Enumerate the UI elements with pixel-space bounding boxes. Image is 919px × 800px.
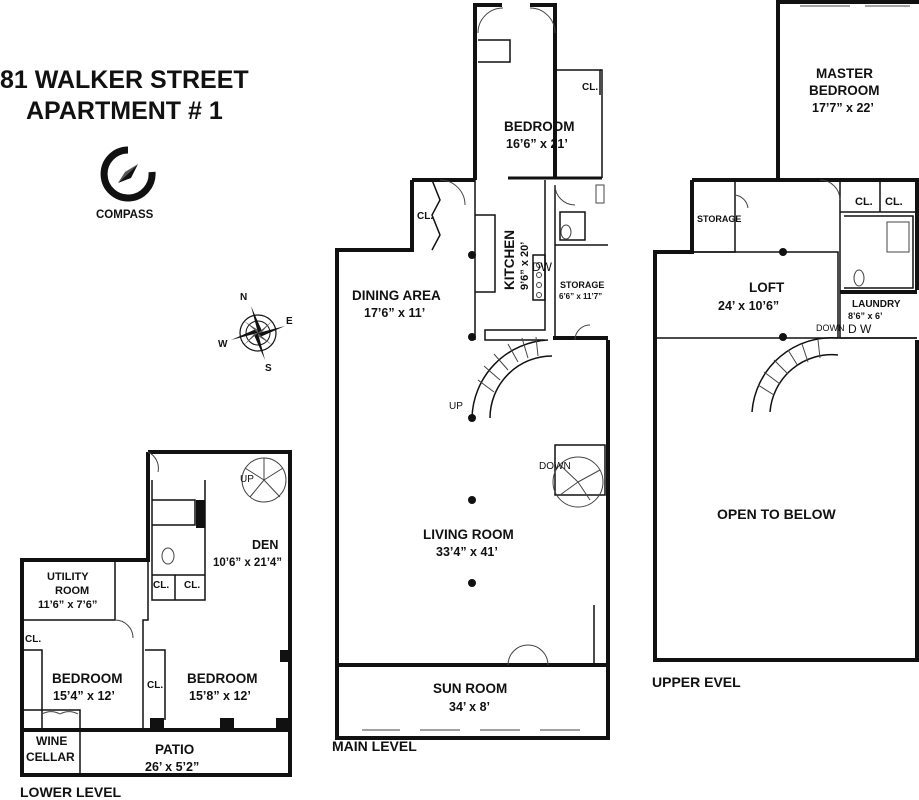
- main-bedroom-dims: 16’6” x 21’: [506, 137, 568, 151]
- apartment-title: APARTMENT # 1: [26, 97, 223, 125]
- lower-utility-name-1: UTILITY: [47, 571, 89, 583]
- main-dining-closet-label: CL.: [417, 211, 433, 222]
- upper-loft-dims: 24’ x 10’6”: [718, 299, 779, 313]
- compass-logo-icon: [100, 146, 156, 202]
- upper-master-name-1: MASTER: [816, 66, 873, 81]
- main-sunroom-dims: 34’ x 8’: [449, 700, 490, 714]
- lower-den-name: DEN: [252, 538, 278, 552]
- upper-master-dims: 17’7” x 22’: [812, 101, 874, 115]
- main-storage-dims: 6’6” x 11’7”: [559, 292, 602, 301]
- lower-patio-dims: 26’ x 5’2”: [145, 760, 199, 774]
- main-sunroom-name: SUN ROOM: [433, 681, 507, 696]
- upper-storage-label: STORAGE: [697, 214, 741, 224]
- upper-stair-down-label: DOWN: [816, 323, 845, 333]
- lower-level-label: LOWER LEVEL: [20, 784, 122, 800]
- upper-closet-1-label: CL.: [855, 196, 873, 208]
- address-title: 81 WALKER STREET: [0, 66, 249, 94]
- lower-closet-d-label: CL.: [147, 680, 163, 691]
- main-level-label: MAIN LEVEL: [332, 738, 417, 754]
- main-kitchen-dims: 9’6” x 20’: [519, 242, 531, 290]
- lower-closet-b-label: CL.: [184, 580, 200, 591]
- lower-bedroom-1-name: BEDROOM: [52, 671, 123, 686]
- lower-closet-c-label: CL.: [25, 634, 41, 645]
- main-stair-up-label: UP: [449, 401, 463, 412]
- lower-bedroom-1-dims: 15’4” x 12’: [53, 689, 115, 703]
- lower-stair-up-label: UP: [240, 474, 254, 485]
- main-dining-name: DINING AREA: [352, 288, 441, 303]
- lower-utility-name-2: ROOM: [55, 585, 89, 597]
- main-dining-dims: 17’6” x 11’: [364, 306, 425, 320]
- lower-wine-name-1: WINE: [36, 734, 67, 748]
- upper-open-to-below-label: OPEN TO BELOW: [717, 506, 837, 522]
- lower-level-plan: UP DEN 10’6” x 21’4” UTILITY ROOM 11’6” …: [20, 450, 292, 800]
- upper-laundry-dw-label: D W: [848, 322, 872, 336]
- upper-level-plan: MASTER BEDROOM 17’7” x 22’ CL. CL. STORA…: [652, 0, 919, 690]
- upper-master-name-2: BEDROOM: [809, 83, 880, 98]
- lower-bedroom-2-name: BEDROOM: [187, 671, 258, 686]
- lower-wine-name-2: CELLAR: [26, 750, 75, 764]
- compass-rose-icon: [231, 306, 285, 360]
- compass-north-label: N: [240, 292, 247, 303]
- lower-den-dims: 10’6” x 21’4”: [213, 557, 282, 569]
- upper-level-label: UPPER EVEL: [652, 674, 741, 690]
- compass-west-label: W: [218, 339, 228, 350]
- upper-laundry-dims: 8’6” x 6’: [848, 311, 883, 321]
- main-living-name: LIVING ROOM: [423, 527, 514, 542]
- upper-closet-2-label: CL.: [885, 196, 903, 208]
- compass-logo: COMPASS: [96, 146, 156, 221]
- compass-east-label: E: [286, 316, 293, 327]
- lower-patio-name: PATIO: [155, 742, 194, 757]
- main-stair-down-label: DOWN: [539, 461, 571, 472]
- main-bedroom-closet-label: CL.: [582, 82, 598, 93]
- lower-closet-a-label: CL.: [153, 580, 169, 591]
- upper-loft-name: LOFT: [749, 280, 785, 295]
- main-living-dims: 33’4” x 41’: [436, 545, 498, 559]
- main-kitchen-dw-label: DW: [532, 260, 553, 274]
- lower-bedroom-2-dims: 15’8” x 12’: [189, 689, 251, 703]
- main-kitchen-name: KITCHEN: [502, 230, 517, 290]
- compass-south-label: S: [265, 363, 272, 374]
- main-storage-name: STORAGE: [560, 280, 604, 290]
- lower-utility-dims: 11’6” x 7’6”: [38, 599, 97, 611]
- main-level-plan: BEDROOM 16’6” x 21’ CL. CL. KITCHEN 9’6”…: [332, 3, 610, 754]
- main-bedroom-name: BEDROOM: [504, 119, 575, 134]
- compass-rose: N E S W: [218, 292, 293, 374]
- compass-logo-label: COMPASS: [96, 209, 154, 221]
- upper-laundry-name: LAUNDRY: [852, 299, 901, 310]
